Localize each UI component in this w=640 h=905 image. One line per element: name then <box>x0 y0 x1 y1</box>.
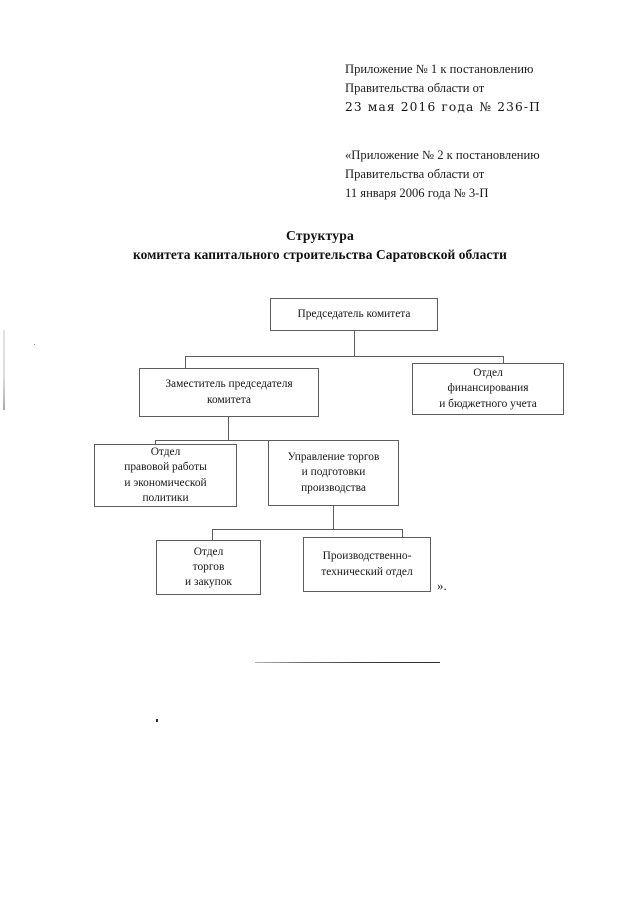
connector-deputy-chairman-stem <box>228 416 229 441</box>
connector-directorate-stem <box>333 505 334 530</box>
node-legal-economic-department-line-4: политики <box>142 491 189 504</box>
node-finance-department-line-3: и бюджетного учета <box>439 397 537 410</box>
node-tenders-procurement-department-line-2: торгов <box>192 560 225 573</box>
node-deputy-chairman-line-1: Заместитель председателя <box>165 378 293 391</box>
appendix-1-line-1: Приложение № 1 к постановлению <box>345 62 534 76</box>
connector-to-production-technical-department <box>402 529 403 537</box>
connector-level3-bar <box>155 440 319 441</box>
connector-to-tenders-procurement-department <box>212 529 213 541</box>
node-tenders-production-directorate-line-3: производства <box>301 481 366 494</box>
node-production-technical-department-line-1: Производственно- <box>322 550 412 563</box>
node-finance-department[interactable]: Отдел финансирования и бюджетного учета <box>412 363 564 415</box>
node-chairman[interactable]: Председатель комитета <box>270 298 438 331</box>
appendix-1-line-2: Правительства области от <box>345 81 485 95</box>
page-title-line-1: Структура <box>286 228 354 243</box>
connector-level2-bar <box>185 356 503 357</box>
node-production-technical-department[interactable]: Производственно- технический отдел <box>303 537 431 592</box>
scan-edge-artifact <box>3 330 5 410</box>
appendix-2-line-2: Правительства области от <box>345 167 485 181</box>
bottom-separator-rule <box>255 662 440 663</box>
node-deputy-chairman-line-2: комитета <box>207 393 251 406</box>
connector-to-finance-department <box>503 356 504 364</box>
closing-quote-mark: ». <box>437 578 447 593</box>
node-tenders-procurement-department-line-3: и закупок <box>185 576 232 589</box>
node-tenders-production-directorate-line-1: Управление торгов <box>287 451 380 464</box>
connector-to-deputy-chairman <box>185 356 186 369</box>
page-title: Структура комитета капитального строител… <box>0 226 640 264</box>
node-deputy-chairman[interactable]: Заместитель председателя комитета <box>139 368 319 417</box>
node-legal-economic-department[interactable]: Отдел правовой работы и экономической по… <box>94 444 237 507</box>
connector-level4-bar <box>212 529 402 530</box>
appendix-1-reference: Приложение № 1 к постановлению Правитель… <box>345 60 541 117</box>
node-tenders-production-directorate-line-2: и подготовки <box>301 466 366 479</box>
appendix-2-date-line: 11 января 2006 года № 3-П <box>345 186 489 200</box>
appendix-2-reference: «Приложение № 2 к постановлению Правител… <box>345 146 540 203</box>
node-finance-department-line-1: Отдел <box>473 367 503 380</box>
node-production-technical-department-line-2: технический отдел <box>321 565 413 578</box>
node-legal-economic-department-line-3: и экономической <box>124 476 207 489</box>
node-tenders-procurement-department[interactable]: Отдел торгов и закупок <box>156 540 261 595</box>
node-tenders-procurement-department-line-1: Отдел <box>193 545 224 558</box>
appendix-2-line-1: «Приложение № 2 к постановлению <box>345 148 540 162</box>
scan-speck-artifact <box>34 344 35 345</box>
node-legal-economic-department-line-1: Отдел <box>150 446 181 459</box>
connector-chairman-stem <box>354 330 355 357</box>
node-chairman-line-1: Председатель комитета <box>297 307 411 320</box>
node-finance-department-line-2: финансирования <box>447 382 529 395</box>
scan-speck-artifact <box>156 719 158 722</box>
node-legal-economic-department-line-2: правовой работы <box>124 461 207 474</box>
node-tenders-production-directorate[interactable]: Управление торгов и подготовки производс… <box>268 440 399 506</box>
page-title-line-2: комитета капитального строительства Сара… <box>133 247 507 262</box>
appendix-1-date-line: 23 мая 2016 года № 236-П <box>345 100 541 114</box>
